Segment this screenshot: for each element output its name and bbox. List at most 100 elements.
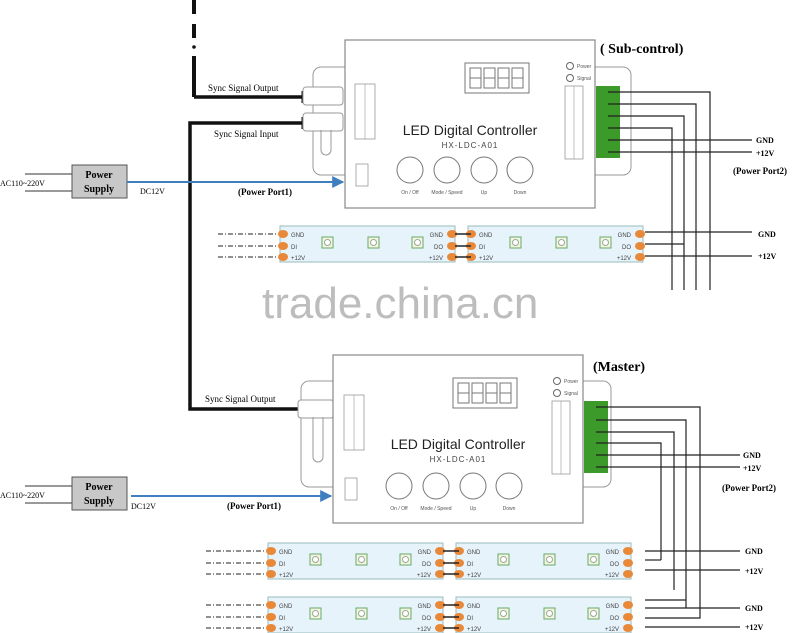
strip-output-pad bbox=[435, 601, 445, 609]
sub-output-wiring bbox=[608, 91, 752, 290]
strip-input-pad bbox=[266, 547, 276, 555]
strip-output-pad bbox=[435, 559, 445, 567]
strip-output-pin-label: GND bbox=[418, 550, 432, 556]
sub-indicator-power-label: Power bbox=[577, 64, 592, 70]
strip-output-pad bbox=[635, 230, 645, 238]
strip-input-pin-label: DI bbox=[279, 562, 285, 568]
strip-output-pin-label: DO bbox=[610, 562, 619, 568]
rail-3-12v-label: +12V bbox=[745, 623, 764, 632]
led-lens bbox=[358, 610, 365, 617]
strip-output-pin-label: GND bbox=[418, 604, 432, 610]
master-label: (Master) bbox=[593, 360, 645, 375]
strip-output-pad bbox=[447, 230, 457, 238]
strip-input-pin-label: +12V bbox=[479, 256, 493, 262]
strip-output-pad bbox=[447, 253, 457, 261]
master-button-up-label: Up bbox=[470, 506, 477, 512]
strip-output-pin-label: +12V bbox=[417, 573, 431, 579]
dc-output-label-2: DC12V bbox=[131, 502, 156, 511]
strip-output-pin-label: +12V bbox=[605, 627, 619, 633]
rail-2-gnd-label: GND bbox=[745, 547, 763, 556]
led-lens bbox=[590, 610, 597, 617]
strip-output-pin-label: +12V bbox=[417, 627, 431, 633]
power-supply-1 bbox=[25, 164, 345, 199]
strip-input-pad bbox=[266, 613, 276, 621]
rail-1-12v-label: +12V bbox=[758, 252, 777, 261]
strip-output-pad bbox=[635, 242, 645, 250]
led-lens bbox=[312, 610, 319, 617]
power-supply-2 bbox=[25, 476, 333, 511]
led-lens bbox=[546, 610, 553, 617]
led-lens bbox=[414, 239, 421, 246]
ac-input-label-2: AC110~220V bbox=[0, 491, 45, 500]
power-port1-label-master: (Power Port1) bbox=[227, 501, 281, 511]
strip-output-pin-label: DO bbox=[434, 245, 443, 251]
strip-output-pad bbox=[623, 547, 633, 555]
sub-button-down-label: Down bbox=[514, 190, 527, 196]
master-controller-title: LED Digital Controller bbox=[391, 436, 526, 452]
led-lens bbox=[590, 556, 597, 563]
strip-input-pin-label: GND bbox=[467, 550, 481, 556]
dc-output-label-1: DC12V bbox=[140, 187, 165, 196]
sub-controller-model: HX-LDC-A01 bbox=[442, 141, 499, 150]
strip-input-pad bbox=[266, 601, 276, 609]
strip-output-pin-label: +12V bbox=[605, 573, 619, 579]
strip-input-pin-label: GND bbox=[279, 550, 293, 556]
strip-output-pad bbox=[635, 253, 645, 261]
led-lens bbox=[512, 239, 519, 246]
strip-output-pad bbox=[435, 570, 445, 578]
power-port2-label-sub: (Power Port2) bbox=[733, 166, 787, 176]
rail-2-12v-label: +12V bbox=[745, 567, 764, 576]
sub-gnd-label: GND bbox=[756, 136, 774, 145]
power-supply-1-line1: Power bbox=[85, 170, 113, 181]
led-lens bbox=[402, 556, 409, 563]
strip-input-pin-label: GND bbox=[279, 604, 293, 610]
master-gnd-label: GND bbox=[743, 451, 761, 460]
strip-input-pin-label: DI bbox=[467, 616, 473, 622]
sub-controller-title: LED Digital Controller bbox=[403, 122, 538, 138]
strip-output-pin-label: GND bbox=[618, 233, 632, 239]
strip-input-pin-label: DI bbox=[279, 616, 285, 622]
strip-input-pin-label: GND bbox=[467, 604, 481, 610]
strip-input-pin-label: DI bbox=[291, 245, 297, 251]
led-lens bbox=[500, 610, 507, 617]
strip-input-pin-label: DI bbox=[467, 562, 473, 568]
master-button-onoff-label: On / Off bbox=[390, 506, 408, 512]
sub-control-label: ( Sub-control) bbox=[600, 42, 684, 57]
led-lens bbox=[358, 556, 365, 563]
strip-output-pad bbox=[623, 570, 633, 578]
strip-output-pad bbox=[447, 242, 457, 250]
sub-indicator-signal-label: Signal bbox=[577, 76, 591, 82]
rail-3-gnd-label: GND bbox=[745, 604, 763, 613]
strip-output-pin-label: DO bbox=[622, 245, 631, 251]
sub-button-onoff-label: On / Off bbox=[401, 190, 419, 196]
power-supply-2-line2: Supply bbox=[84, 496, 114, 507]
led-lens bbox=[500, 556, 507, 563]
master-controller bbox=[297, 354, 612, 524]
master-button-mode-label: Mode / Speed bbox=[420, 506, 451, 512]
master-indicator-power-label: Power bbox=[564, 379, 579, 385]
strip-output-pad bbox=[435, 624, 445, 632]
strip-output-pin-label: GND bbox=[606, 604, 620, 610]
led-strips: GND GND DI DO +12V +12V GND GND DI DO +12V +12V GND G… bbox=[206, 225, 645, 633]
led-lens bbox=[324, 239, 331, 246]
strip-output-pad bbox=[623, 559, 633, 567]
strip-output-pin-label: DO bbox=[422, 562, 431, 568]
strip-output-pad bbox=[435, 547, 445, 555]
strip-output-pin-label: DO bbox=[422, 616, 431, 622]
strip-input-pad bbox=[266, 559, 276, 567]
strip-input-pin-label: +12V bbox=[279, 573, 293, 579]
power-port1-label-sub: (Power Port1) bbox=[238, 187, 292, 197]
strip-input-pad bbox=[266, 570, 276, 578]
strip-input-pin-label: +12V bbox=[467, 573, 481, 579]
strip-input-pad bbox=[278, 253, 288, 261]
led-lens bbox=[370, 239, 377, 246]
led-lens bbox=[546, 556, 553, 563]
power-supply-2-line1: Power bbox=[85, 482, 113, 493]
led-lens bbox=[602, 239, 609, 246]
strip-input-pin-label: GND bbox=[479, 233, 493, 239]
strip-input-pin-label: +12V bbox=[291, 256, 305, 262]
led-lens bbox=[312, 556, 319, 563]
strip-input-pin-label: DI bbox=[479, 245, 485, 251]
sub-button-mode-label: Mode / Speed bbox=[431, 190, 462, 196]
